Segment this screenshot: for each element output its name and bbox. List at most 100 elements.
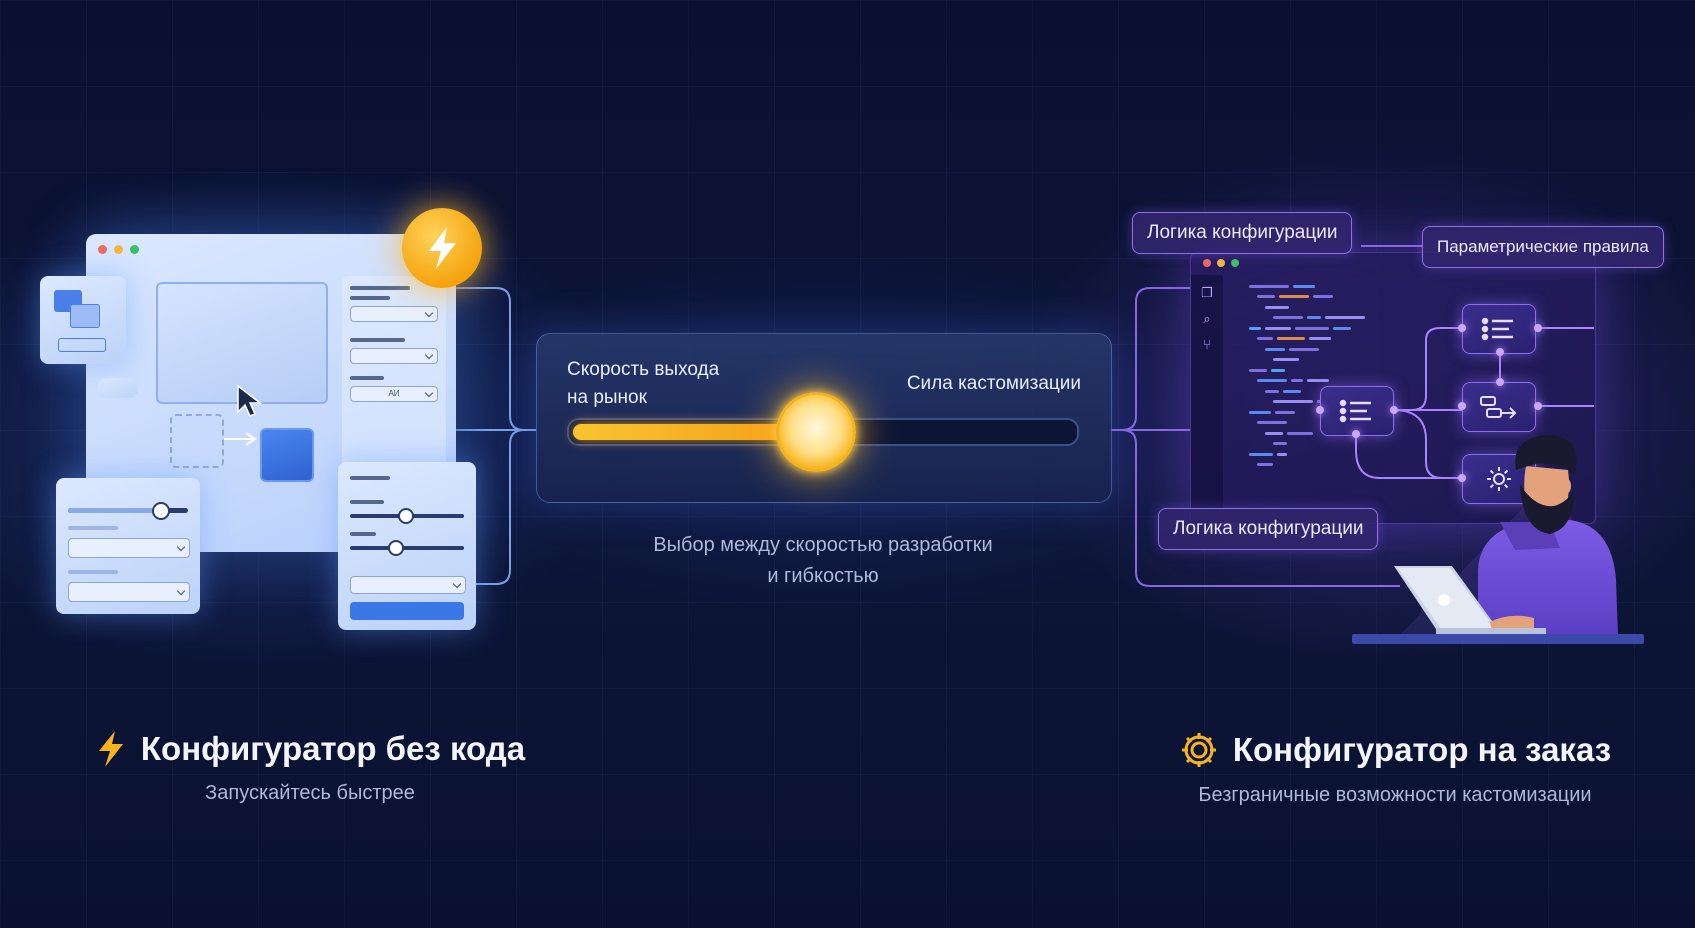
code-token <box>1333 326 1351 330</box>
editor-sidebar: ❐ ⌕ ⑂ <box>1191 275 1223 523</box>
controls-card-right <box>338 462 476 630</box>
left-title-block: Конфигуратор без кода Запускайтесь быстр… <box>60 730 560 805</box>
files-icon[interactable]: ❐ <box>1201 285 1213 300</box>
lightning-icon <box>429 227 456 269</box>
gear-icon <box>1487 467 1511 491</box>
code-token <box>1249 452 1273 456</box>
code-token <box>1271 368 1285 372</box>
dropdown-select[interactable] <box>350 576 466 594</box>
search-icon[interactable]: ⌕ <box>1203 311 1211 326</box>
dropdown-select[interactable] <box>68 582 190 602</box>
speed-label: Скорость выхода на рынок <box>567 359 720 408</box>
minimize-dot[interactable] <box>114 244 123 254</box>
code-token <box>1249 368 1267 372</box>
select-value: АИ <box>388 389 400 398</box>
code-token <box>1257 379 1287 383</box>
tradeoff-slider-fill <box>573 424 822 440</box>
code-lines <box>1227 281 1365 470</box>
arrow-right-icon <box>224 432 257 446</box>
code-line <box>1227 439 1365 450</box>
code-token <box>1273 316 1303 320</box>
connector-pin <box>1458 324 1466 332</box>
mini-chip <box>98 378 138 398</box>
right-title-block: Конфигуратор на заказ Безграничные возмо… <box>1150 730 1640 807</box>
slider-thumb[interactable] <box>152 502 170 520</box>
close-dot[interactable] <box>98 244 107 254</box>
code-token <box>1287 431 1313 435</box>
property-label <box>350 338 405 342</box>
tradeoff-slider-thumb[interactable] <box>776 392 856 472</box>
code-line <box>1227 292 1365 303</box>
property-select[interactable] <box>350 306 438 322</box>
tag-config-logic-top: Логика конфигурации <box>1132 212 1353 254</box>
flow-node-list[interactable] <box>1320 386 1394 436</box>
list-icon <box>1339 399 1371 423</box>
code-token <box>1273 442 1287 446</box>
code-token <box>1265 431 1283 435</box>
code-line <box>1227 302 1365 313</box>
connector-pin <box>1316 406 1324 414</box>
code-line <box>1227 407 1365 418</box>
connector-pin <box>1496 378 1504 386</box>
connector-pin <box>1390 406 1398 414</box>
code-line <box>1227 281 1365 292</box>
slider-thumb[interactable] <box>398 508 414 524</box>
code-token <box>1307 379 1329 383</box>
code-line <box>1227 376 1365 387</box>
code-token <box>1309 337 1331 341</box>
connector-pin <box>1534 324 1542 332</box>
flowchart-icon <box>1480 396 1517 419</box>
window-titlebar <box>86 234 456 264</box>
code-line <box>1227 428 1365 439</box>
left-title: Конфигуратор без кода <box>140 730 526 767</box>
property-select[interactable] <box>350 348 438 364</box>
maximize-dot[interactable] <box>130 244 139 254</box>
code-token <box>1325 316 1365 320</box>
connector-pin <box>1496 348 1504 356</box>
code-token <box>1277 337 1305 341</box>
dropdown-select[interactable] <box>68 538 190 558</box>
code-line <box>1227 449 1365 460</box>
code-token <box>1307 316 1321 320</box>
code-line <box>1227 344 1365 355</box>
property-label <box>350 376 384 380</box>
code-token <box>1257 337 1273 341</box>
apply-button[interactable] <box>350 602 464 620</box>
code-token <box>1277 452 1287 456</box>
property-label <box>350 286 410 290</box>
properties-panel: АИ <box>342 276 446 476</box>
connector-pin <box>1458 402 1466 410</box>
property-select-ai[interactable]: АИ <box>350 386 438 402</box>
connector-pin <box>1534 402 1542 410</box>
code-token <box>1289 347 1319 351</box>
code-token <box>1249 326 1261 330</box>
code-token <box>1265 347 1285 351</box>
code-token <box>1293 284 1315 288</box>
code-token <box>1265 305 1289 309</box>
lightning-icon <box>98 731 123 767</box>
code-token <box>1273 358 1299 362</box>
right-subtitle: Безграничные возможности кастомизации <box>1198 784 1592 806</box>
code-token <box>1249 410 1271 414</box>
code-token <box>1295 326 1329 330</box>
property-label <box>350 296 390 300</box>
branch-icon[interactable]: ⑂ <box>1203 337 1211 352</box>
customization-label: Сила кастомизации <box>906 373 1081 394</box>
connector-pin <box>1352 430 1360 438</box>
connector-pin <box>1458 474 1466 482</box>
tradeoff-slider-card: Скорость выхода на рынок Сила кастомизац… <box>536 333 1112 503</box>
drag-source-placeholder[interactable] <box>170 414 224 468</box>
code-token <box>1265 389 1279 393</box>
code-token <box>1257 463 1273 467</box>
editor-titlebar <box>1203 259 1239 267</box>
gear-icon <box>1181 733 1216 767</box>
code-line <box>1227 460 1365 471</box>
slider-thumb[interactable] <box>388 540 404 556</box>
layers-card[interactable] <box>40 276 126 364</box>
code-token <box>1273 400 1313 404</box>
dropped-component[interactable] <box>260 428 314 482</box>
controls-card-left <box>56 478 200 614</box>
code-line <box>1227 323 1365 334</box>
code-line <box>1227 365 1365 376</box>
